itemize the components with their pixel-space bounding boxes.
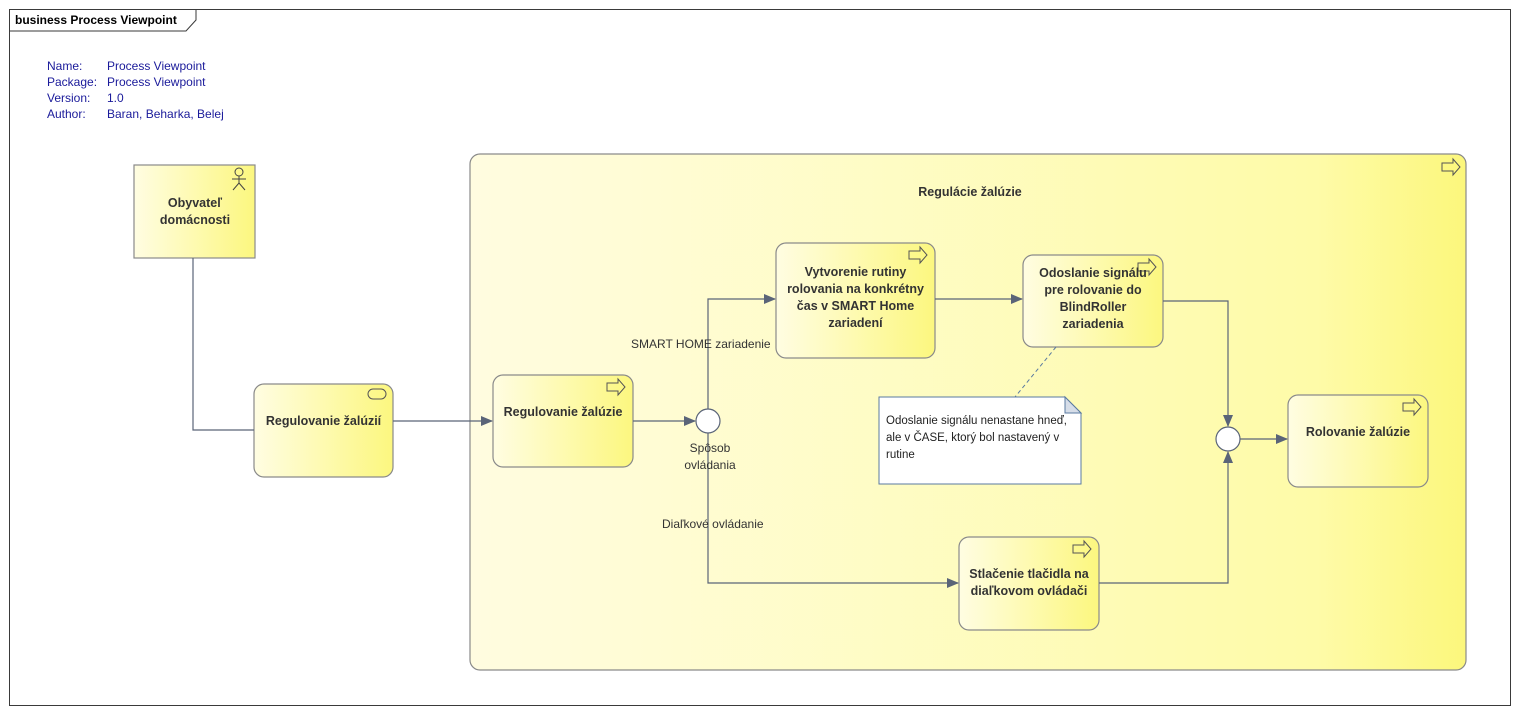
edge-stlacenie-merge [1099,451,1233,584]
proc-vytvorenie-box [775,242,936,359]
meta-name: Name: Process Viewpoint [47,59,206,73]
edge-label-dialkove: Diaľkové ovládanie [662,517,764,531]
proc-stlacenie-label: Stlačenie tlačidla na diaľkovom ovládači [969,566,1089,598]
junction-label: Spôsob ovládania [684,441,736,472]
diagram-title: business Process Viewpoint [15,13,177,27]
service-icon [367,388,387,400]
actor-label: Obyvateľ domácnosti [159,196,231,227]
diagram-frame [9,9,1511,706]
proc-rolovanie-label: Rolovanie žalúzie [1305,425,1411,439]
meta-key: Author: [47,107,86,121]
meta-author: Author: Baran, Beharka, Belej [47,107,224,121]
meta-key: Package: [47,75,98,89]
meta-value: Baran, Beharka, Belej [107,107,224,121]
meta-key: Name: [47,59,83,73]
group-title: Regulácie žalúzie [918,184,1022,199]
title-tab [9,9,197,32]
note-text: Odoslanie signálu nenastane hneď, ale v … [886,415,1067,461]
actor-box [133,164,256,259]
process-icon [1137,257,1157,277]
edge-actor-service [192,258,254,431]
meta-value: 1.0 [107,91,124,105]
junction-merge [1215,426,1241,452]
junction-sposob [695,408,721,434]
proc-regulovanie-label: Regulovanie žalúzie [503,405,623,419]
process-icon [1441,157,1461,177]
note-box [878,396,1082,485]
note-fold [1064,395,1083,414]
meta-version: Version: 1.0 [47,91,124,105]
process-icon [908,245,928,265]
process-icon [1402,397,1422,417]
meta-value: Process Viewpoint [107,75,206,89]
meta-package: Package: Process Viewpoint [47,75,206,89]
actor-icon [232,167,246,191]
service-label: Regulovanie žalúzií [265,414,382,428]
meta-key: Version: [47,91,91,105]
meta-value: Process Viewpoint [107,59,206,73]
edge-junction-stlacenie [707,433,959,588]
edge-odoslanie-merge [1163,300,1233,427]
edge-label-smart-home: SMART HOME zariadenie [631,337,771,351]
proc-rolovanie-box [1287,394,1429,488]
proc-vytvorenie-label: Vytvorenie rutiny rolovania na konkrétny… [787,265,924,330]
proc-odoslanie-label: Odoslanie signálu pre rolovanie do Blind… [1039,266,1147,331]
edge-junction-vytvorenie [707,294,776,409]
process-icon [1072,539,1092,559]
note-link [1014,346,1057,398]
process-icon [606,377,626,397]
